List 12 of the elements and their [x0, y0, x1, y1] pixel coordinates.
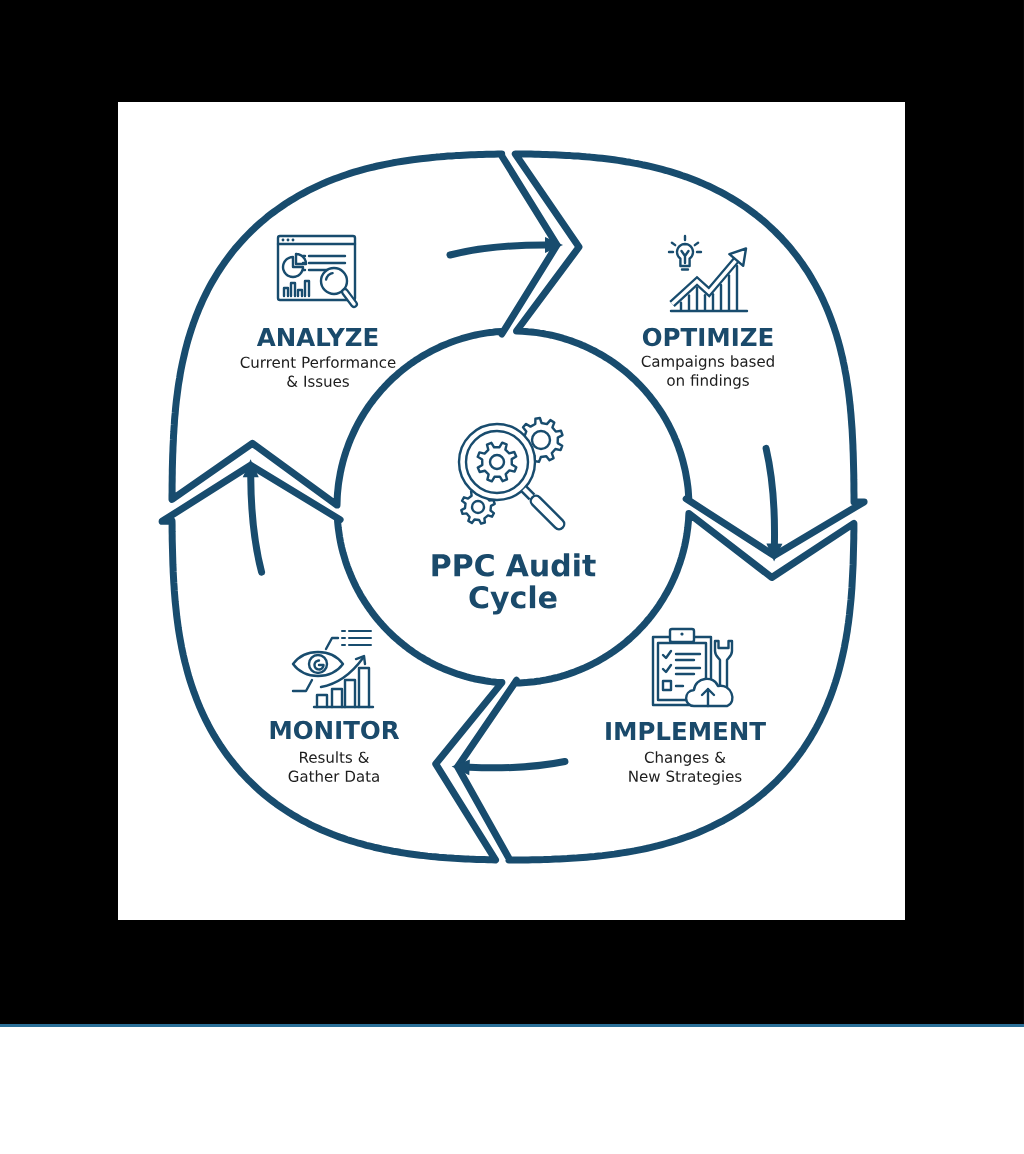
heading: OPTIMIZE: [642, 327, 773, 347]
heading: IMPLEMENT: [606, 722, 766, 740]
description: Changes & New Strategies: [629, 751, 742, 785]
curved-arrow: [762, 444, 783, 562]
heading: MONITOR: [270, 720, 400, 740]
curved-arrow: [451, 758, 569, 776]
heading: ANALYZE: [256, 328, 378, 346]
description: Current Performance & Issues: [240, 356, 396, 387]
description: Results & Gather Data: [288, 751, 379, 782]
description: Campaigns based on findings: [641, 355, 774, 389]
title: PPC Audit Cycle: [432, 553, 596, 615]
curved-arrow: [242, 459, 266, 576]
